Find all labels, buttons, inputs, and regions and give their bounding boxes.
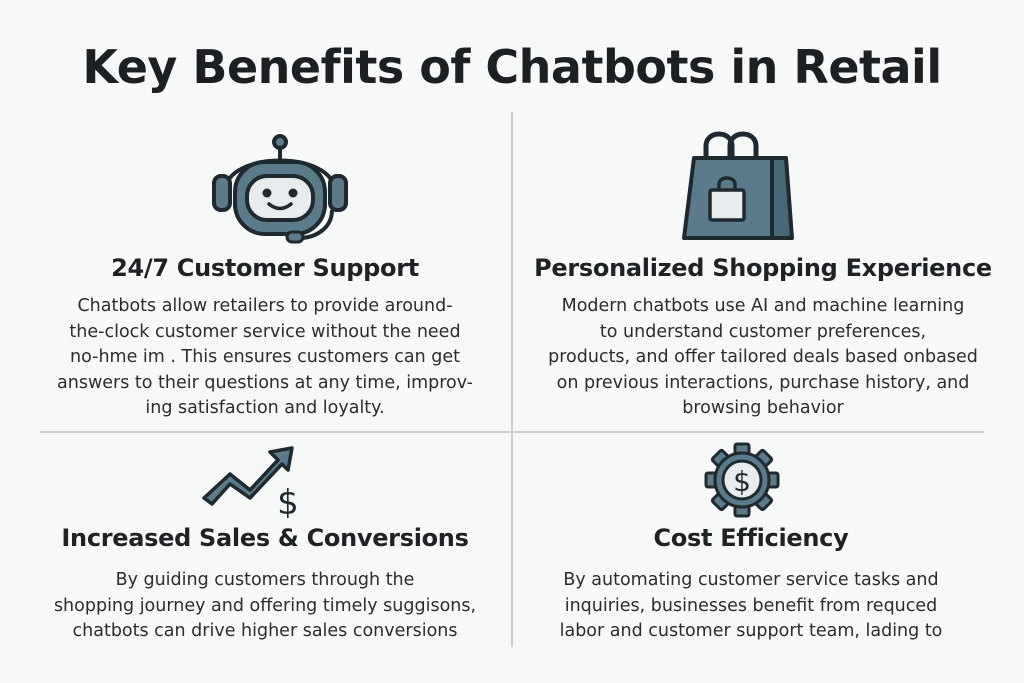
benefit-description: By automating customer service tasks and… <box>513 568 989 645</box>
description-line: no-hme im . This ensures customers can g… <box>70 347 460 367</box>
benefit-increased-sales: Increased Sales & Conversions By guiding… <box>20 524 510 645</box>
benefit-description: By guiding customers through the shoppin… <box>20 568 510 645</box>
benefit-heading: Personalized Shopping Experience <box>534 254 992 282</box>
horizontal-divider <box>40 431 984 433</box>
description-line: answers to their questions at any time, … <box>57 372 473 393</box>
description-line: By guiding customers through the <box>115 570 415 590</box>
description-line: ing satisfaction and loyalty. <box>145 398 385 418</box>
benefit-cost-efficiency: Cost Efficiency By automating customer s… <box>513 524 989 645</box>
benefit-heading: 24/7 Customer Support <box>111 254 419 282</box>
benefit-description: Modern chatbots use AI and machine learn… <box>513 294 1013 422</box>
dollar-sign: $ <box>277 483 299 518</box>
description-line: to understand customer preferences, <box>599 321 927 342</box>
description-line: inquiries, businesses benefit from requc… <box>564 595 938 616</box>
trend-up-dollar-icon: $ <box>202 446 299 518</box>
description-line: Modern chatbots use AI and machine learn… <box>561 296 965 316</box>
benefit-heading: Increased Sales & Conversions <box>61 524 469 552</box>
description-line: shopping journey and offering timely sug… <box>53 595 477 616</box>
gear-dollar-icon: $ <box>704 442 780 518</box>
description-line: Chatbots allow retailers to provide arou… <box>77 296 453 316</box>
page-title: Key Benefits of Chatbots in Retail <box>82 40 942 94</box>
description-line: browsing behavior <box>682 398 844 418</box>
shopping-bag-icon <box>682 131 794 240</box>
description-line: chatbots can drive higher sales conversi… <box>72 621 458 641</box>
description-line: products, and offer tailored deals based… <box>548 347 978 367</box>
benefit-customer-support: 24/7 Customer Support Chatbots allow ret… <box>20 254 510 422</box>
dollar-sign: $ <box>733 465 751 498</box>
benefit-personalized-shopping: Personalized Shopping Experience Modern … <box>513 254 1013 422</box>
robot-headset-icon <box>212 134 348 244</box>
description-line: labor and customer support team, lading … <box>559 621 943 641</box>
benefit-description: Chatbots allow retailers to provide arou… <box>20 294 510 422</box>
benefit-heading: Cost Efficiency <box>653 524 849 552</box>
description-line: By automating customer service tasks and <box>563 570 939 590</box>
description-line: on previous interactions, purchase histo… <box>556 372 970 393</box>
vertical-divider <box>511 112 513 647</box>
description-line: the-clock customer service without the n… <box>69 321 461 342</box>
